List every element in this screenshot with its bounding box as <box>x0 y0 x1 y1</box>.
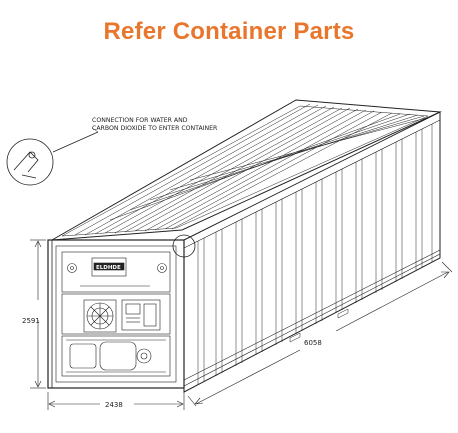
dimension-lines <box>30 239 453 410</box>
dimension-width: 2438 <box>105 401 123 409</box>
unit-nameplate: ELDHDE <box>96 265 121 271</box>
container-outline <box>47 99 442 393</box>
callout-detail <box>6 127 196 258</box>
refrigeration-unit <box>61 251 171 377</box>
callout-line-1: CONNECTION FOR WATER AND <box>92 117 188 124</box>
side-corrugations <box>197 124 433 385</box>
callout-line-2: CARBON DIOXIDE TO ENTER CONTAINER <box>92 125 218 132</box>
dimension-length: 6058 <box>304 339 322 347</box>
dimension-height: 2591 <box>22 317 40 325</box>
roof-corrugations <box>74 103 431 236</box>
page-title: Refer Container Parts <box>103 18 355 45</box>
